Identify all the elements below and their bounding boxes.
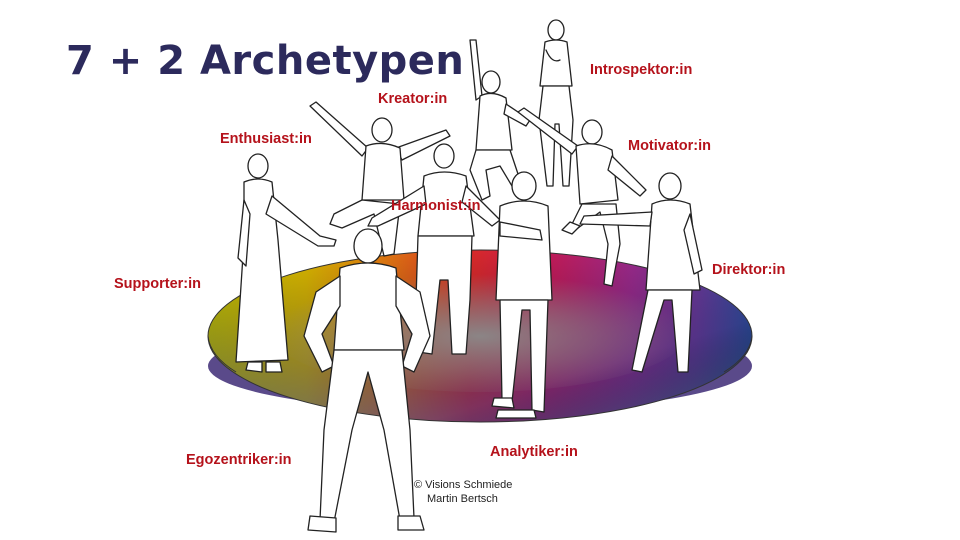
figure-introspektor <box>538 19 574 187</box>
copyright-credit: © Visions Schmiede Martin Bertsch <box>414 478 512 506</box>
figure-analytiker <box>491 171 553 419</box>
label-harmonist: Harmonist:in <box>391 198 481 214</box>
label-enthusiast: Enthusiast:in <box>220 131 312 147</box>
figure-supporter <box>235 153 337 373</box>
figure-direktor <box>579 172 703 373</box>
label-analytiker: Analytiker:in <box>490 444 578 460</box>
label-egozentriker: Egozentriker:in <box>186 452 292 468</box>
figure-harmonist <box>367 143 501 355</box>
credit-line-1: © Visions Schmiede <box>414 479 513 491</box>
figure-egozentriker <box>303 228 431 533</box>
label-direktor: Direktor:in <box>712 262 786 278</box>
page-title: 7 + 2 Archetypen <box>66 38 465 84</box>
label-supporter: Supporter:in <box>114 276 201 292</box>
label-motivator: Motivator:in <box>628 138 711 154</box>
credit-line-2: Martin Bertsch <box>427 493 498 505</box>
figure-kreator <box>469 39 531 201</box>
label-kreator: Kreator:in <box>378 91 448 107</box>
label-introspektor: Introspektor:in <box>590 62 693 78</box>
